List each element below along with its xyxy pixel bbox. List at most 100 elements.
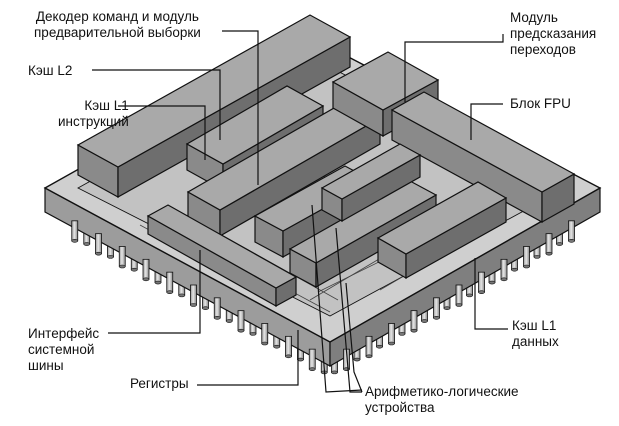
pin — [568, 220, 575, 243]
pin-tip — [142, 277, 150, 282]
alu-block-3 — [320, 143, 422, 223]
pin-tip — [261, 341, 269, 346]
decoder-label-line-1: Декодер команд и модуль — [35, 9, 199, 24]
pin-tip — [190, 303, 197, 307]
alu-label-line-2: устройства — [365, 400, 435, 415]
blocks — [76, 14, 576, 308]
pin-tip — [166, 290, 174, 294]
leader-line — [222, 30, 259, 185]
pin — [95, 233, 102, 256]
pin — [261, 323, 269, 346]
leader-line — [197, 330, 299, 386]
system-bus-interface-label: Интерфейс системной шины — [28, 326, 99, 374]
bp-label-line-3: переходов — [510, 42, 576, 57]
pin-tip — [488, 280, 496, 285]
alu-block-2 — [288, 180, 438, 289]
pin-body — [523, 246, 530, 267]
pin — [166, 271, 174, 294]
pin-tip — [285, 354, 292, 359]
bus-label-line-3: шины — [28, 358, 64, 373]
pin-body — [455, 284, 463, 306]
pin-tip — [523, 264, 530, 269]
pin — [545, 233, 553, 256]
pin-tip — [376, 344, 383, 349]
pin-tip — [443, 306, 451, 311]
pin-tip — [249, 332, 257, 336]
bus-label-line-2: системной — [28, 342, 95, 357]
pin-tip — [421, 319, 428, 323]
pin-body — [237, 310, 245, 332]
pin-tip — [353, 357, 361, 362]
pin-tip — [545, 251, 553, 256]
leader-line — [92, 69, 221, 140]
fpu-block-top — [390, 91, 576, 193]
pin-body — [213, 297, 221, 319]
pin — [410, 310, 418, 333]
fpu-block — [390, 91, 576, 224]
pin-tip — [556, 242, 563, 246]
pin-tip — [118, 264, 126, 269]
l1i-label-line-2: инструкций — [58, 114, 129, 129]
pin-body — [308, 348, 316, 370]
l1d-label-line-1: Кэш L1 — [512, 318, 557, 333]
alu-label: Арифметико-логические устройства — [365, 384, 519, 416]
l1-instruction-cache-label: Кэш L1 инструкций — [58, 98, 129, 130]
pin-tip — [154, 280, 162, 285]
branch-predictor-label: Модуль предсказания переходов — [510, 10, 596, 58]
l2-cache-label: Кэш L2 — [28, 63, 72, 79]
pin — [213, 297, 221, 320]
registers-block — [146, 204, 298, 308]
pin — [142, 258, 150, 282]
l1d-cache-block — [376, 181, 508, 280]
l1-data-cache-label: Кэш L1 данных — [512, 318, 559, 350]
decoder-label: Декодер команд и модуль предварительной … — [34, 9, 201, 41]
pin-body — [118, 246, 126, 267]
pin-tip — [225, 319, 233, 323]
pin-body — [142, 258, 150, 280]
pin-tip — [202, 306, 209, 311]
pin-tip — [533, 255, 541, 259]
pin-body — [365, 335, 373, 357]
leader-lines — [92, 30, 508, 393]
pin-tip — [455, 303, 463, 307]
pin-body — [190, 284, 197, 306]
pin-body — [166, 271, 174, 293]
pin-body — [410, 310, 418, 332]
pin-body — [388, 323, 395, 344]
leader-line — [335, 227, 362, 393]
pin — [478, 271, 485, 294]
l2-cache-label-line-1: Кэш L2 — [28, 63, 73, 78]
l1i-label-line-1: Кэш L1 — [84, 98, 129, 113]
pin-tip — [237, 328, 245, 333]
leader-line — [345, 282, 363, 393]
pin-body — [261, 323, 269, 344]
pin — [118, 246, 126, 269]
pin-tip — [478, 290, 485, 294]
pin-tip — [388, 341, 395, 346]
pin — [71, 220, 79, 243]
leader-line — [470, 103, 503, 140]
pin-tip — [308, 367, 316, 371]
bp-label-line-1: Модуль — [510, 10, 558, 25]
pin — [523, 246, 530, 269]
pin-tip — [433, 316, 440, 320]
pin-body — [500, 258, 508, 280]
pin-tip — [71, 239, 79, 243]
leader-line — [404, 34, 504, 102]
pin-tip — [398, 332, 406, 336]
leader-line — [474, 258, 508, 330]
alu-block-3-top — [320, 143, 422, 200]
pin-tip — [83, 242, 91, 246]
pin — [308, 348, 316, 371]
decoder-label-line-2: предварительной выборки — [34, 25, 201, 40]
pin — [500, 258, 508, 282]
pin-body — [478, 271, 485, 293]
pins-front — [71, 220, 575, 371]
pin-body — [71, 220, 79, 242]
pin — [237, 310, 245, 333]
pin-body — [433, 297, 440, 319]
alu-label-line-1: Арифметико-логические — [365, 384, 519, 399]
pin-tip — [95, 251, 102, 256]
registers-label-line-1: Регистры — [130, 376, 189, 391]
pin — [285, 335, 292, 359]
